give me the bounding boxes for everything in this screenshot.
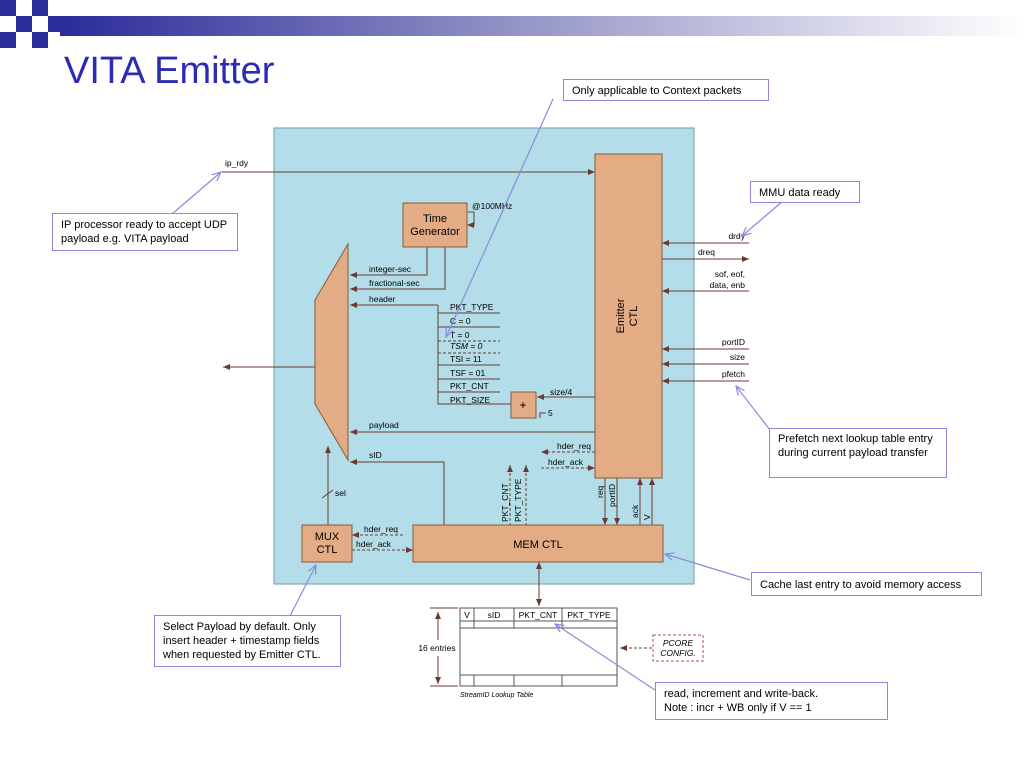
- read-increment-callout: read, increment and write-back. Note : i…: [655, 682, 888, 720]
- cache-callout: Cache last entry to avoid memory access: [751, 572, 982, 596]
- header-field-tsm: TSM = 0: [450, 341, 483, 351]
- header-field-pkt-type: PKT_TYPE: [450, 302, 494, 312]
- header-gradient-bar: [60, 16, 1024, 36]
- mux-hder-ack-label: hder_ack: [356, 539, 392, 549]
- sel-label: sel: [335, 488, 346, 498]
- context-callout: Only applicable to Context packets: [563, 79, 769, 101]
- header-field-t: T = 0: [450, 330, 470, 340]
- ip-processor-callout-text: IP processor ready to accept UDP payload…: [61, 219, 227, 245]
- portid-label: portID: [722, 337, 745, 347]
- cache-callout-text: Cache last entry to avoid memory access: [760, 579, 962, 591]
- mem-ctl-label: MEM CTL: [513, 539, 563, 551]
- mux-hder-req-label: hder_req: [364, 524, 398, 534]
- mmu-pointer: [742, 200, 784, 236]
- mmu-callout: MMU data ready: [750, 181, 860, 203]
- fractional-sec-wire: [350, 247, 446, 292]
- mux-ctl-label-2: CTL: [317, 544, 338, 556]
- read-callout-line-2: Note : incr + WB only if V == 1: [664, 702, 812, 714]
- pkt-cnt-vertical-label: PKT_CNT: [500, 483, 510, 522]
- adder-block: [510, 391, 537, 419]
- mmu-callout-text: MMU data ready: [759, 187, 841, 199]
- header-field-tsf: TSF = 01: [450, 368, 485, 378]
- pkt-type-vertical-label: PKT_TYPE: [513, 478, 523, 522]
- clock-label: @100MHz: [472, 201, 512, 211]
- emitter-ctl-label-1: Emitter: [615, 298, 627, 333]
- const5-label: 5: [548, 408, 553, 418]
- portid-vertical-label: portID: [607, 484, 617, 507]
- pfetch-label: pfetch: [722, 369, 745, 379]
- ip-proc-pointer: [171, 172, 221, 215]
- context-callout-text: Only applicable to Context packets: [572, 85, 742, 97]
- lookup-table-caption: StreamID Lookup Table: [460, 692, 533, 699]
- select-payload-callout: Select Payload by default. Only insert h…: [154, 615, 341, 667]
- ip-processor-callout: IP processor ready to accept UDP payload…: [52, 213, 238, 251]
- prefetch-callout: Prefetch next lookup table entry during …: [769, 428, 947, 478]
- cache-pointer: [665, 554, 751, 581]
- time-generator-block: [402, 202, 468, 248]
- mux-shape: [314, 242, 349, 462]
- fractional-sec-label: fractional-sec: [369, 278, 420, 288]
- header-field-pkt-size: PKT_SIZE: [450, 395, 490, 405]
- header-bus-wire: [437, 305, 511, 405]
- adder-label: +: [519, 398, 526, 412]
- sid-wire: [350, 459, 445, 526]
- entries-label: 16 entries: [418, 643, 455, 653]
- pcore-label-1: PCORE: [663, 638, 694, 648]
- mux-ctl-block: [301, 524, 353, 563]
- dreq-label: dreq: [698, 247, 715, 257]
- ack-vertical-label: ack: [630, 504, 640, 518]
- ip-rdy-label: ip_rdy: [225, 158, 249, 168]
- sof-label-1: sof, eof,: [715, 269, 745, 279]
- read-callout-line-1: read, increment and write-back.: [664, 688, 819, 700]
- header-decoration: [0, 0, 1024, 48]
- emitter-ctl-block: [594, 153, 663, 479]
- emitter-ctl-label-2: CTL: [628, 306, 640, 327]
- time-gen-label-2: Generator: [410, 226, 460, 238]
- sof-label-2: data, enb: [710, 280, 746, 290]
- pcore-config-box: [652, 634, 704, 662]
- payload-label: payload: [369, 420, 399, 430]
- sid-label: sID: [369, 450, 382, 460]
- checker-logo: [0, 0, 64, 48]
- lookup-col-sid: sID: [488, 610, 501, 620]
- context-pointer: [446, 98, 554, 337]
- header-field-tsi: TSI = 11: [450, 354, 482, 364]
- size4-label: size/4: [550, 387, 572, 397]
- req-vertical-label: req: [595, 485, 605, 498]
- integer-sec-label: integer-sec: [369, 264, 412, 274]
- lookup-col-pkt-cnt: PKT_CNT: [519, 610, 558, 620]
- prefetch-pointer: [736, 386, 771, 431]
- page-title: VITA Emitter: [64, 50, 275, 92]
- mem-ctl-block: [412, 524, 664, 563]
- header-field-c: C = 0: [450, 316, 471, 326]
- prefetch-callout-text: Prefetch next lookup table entry during …: [778, 433, 933, 459]
- select-payload-callout-text: Select Payload by default. Only insert h…: [163, 621, 321, 661]
- time-gen-label-1: Time: [423, 213, 447, 225]
- lookup-col-v: V: [464, 610, 470, 620]
- lookup-col-pkt-type: PKT_TYPE: [567, 610, 611, 620]
- select-pointer: [289, 565, 316, 617]
- hder-ack-label: hder_ack: [548, 457, 584, 467]
- hder-req-label: hder_req: [557, 441, 591, 451]
- const5-wire: [539, 412, 546, 418]
- mux-ctl-label-1: MUX: [315, 531, 340, 543]
- sel-bus-mark: [321, 489, 334, 499]
- read-pointer: [555, 624, 656, 691]
- clock-wire: [467, 211, 475, 228]
- header-field-pkt-cnt: PKT_CNT: [450, 381, 489, 391]
- v-vertical-label: V: [642, 514, 652, 520]
- integer-sec-wire: [350, 247, 428, 278]
- header-label: header: [369, 294, 396, 304]
- pcore-label-2: CONFIG.: [660, 648, 695, 658]
- drdy-label: drdy: [728, 231, 745, 241]
- size-label: size: [730, 352, 745, 362]
